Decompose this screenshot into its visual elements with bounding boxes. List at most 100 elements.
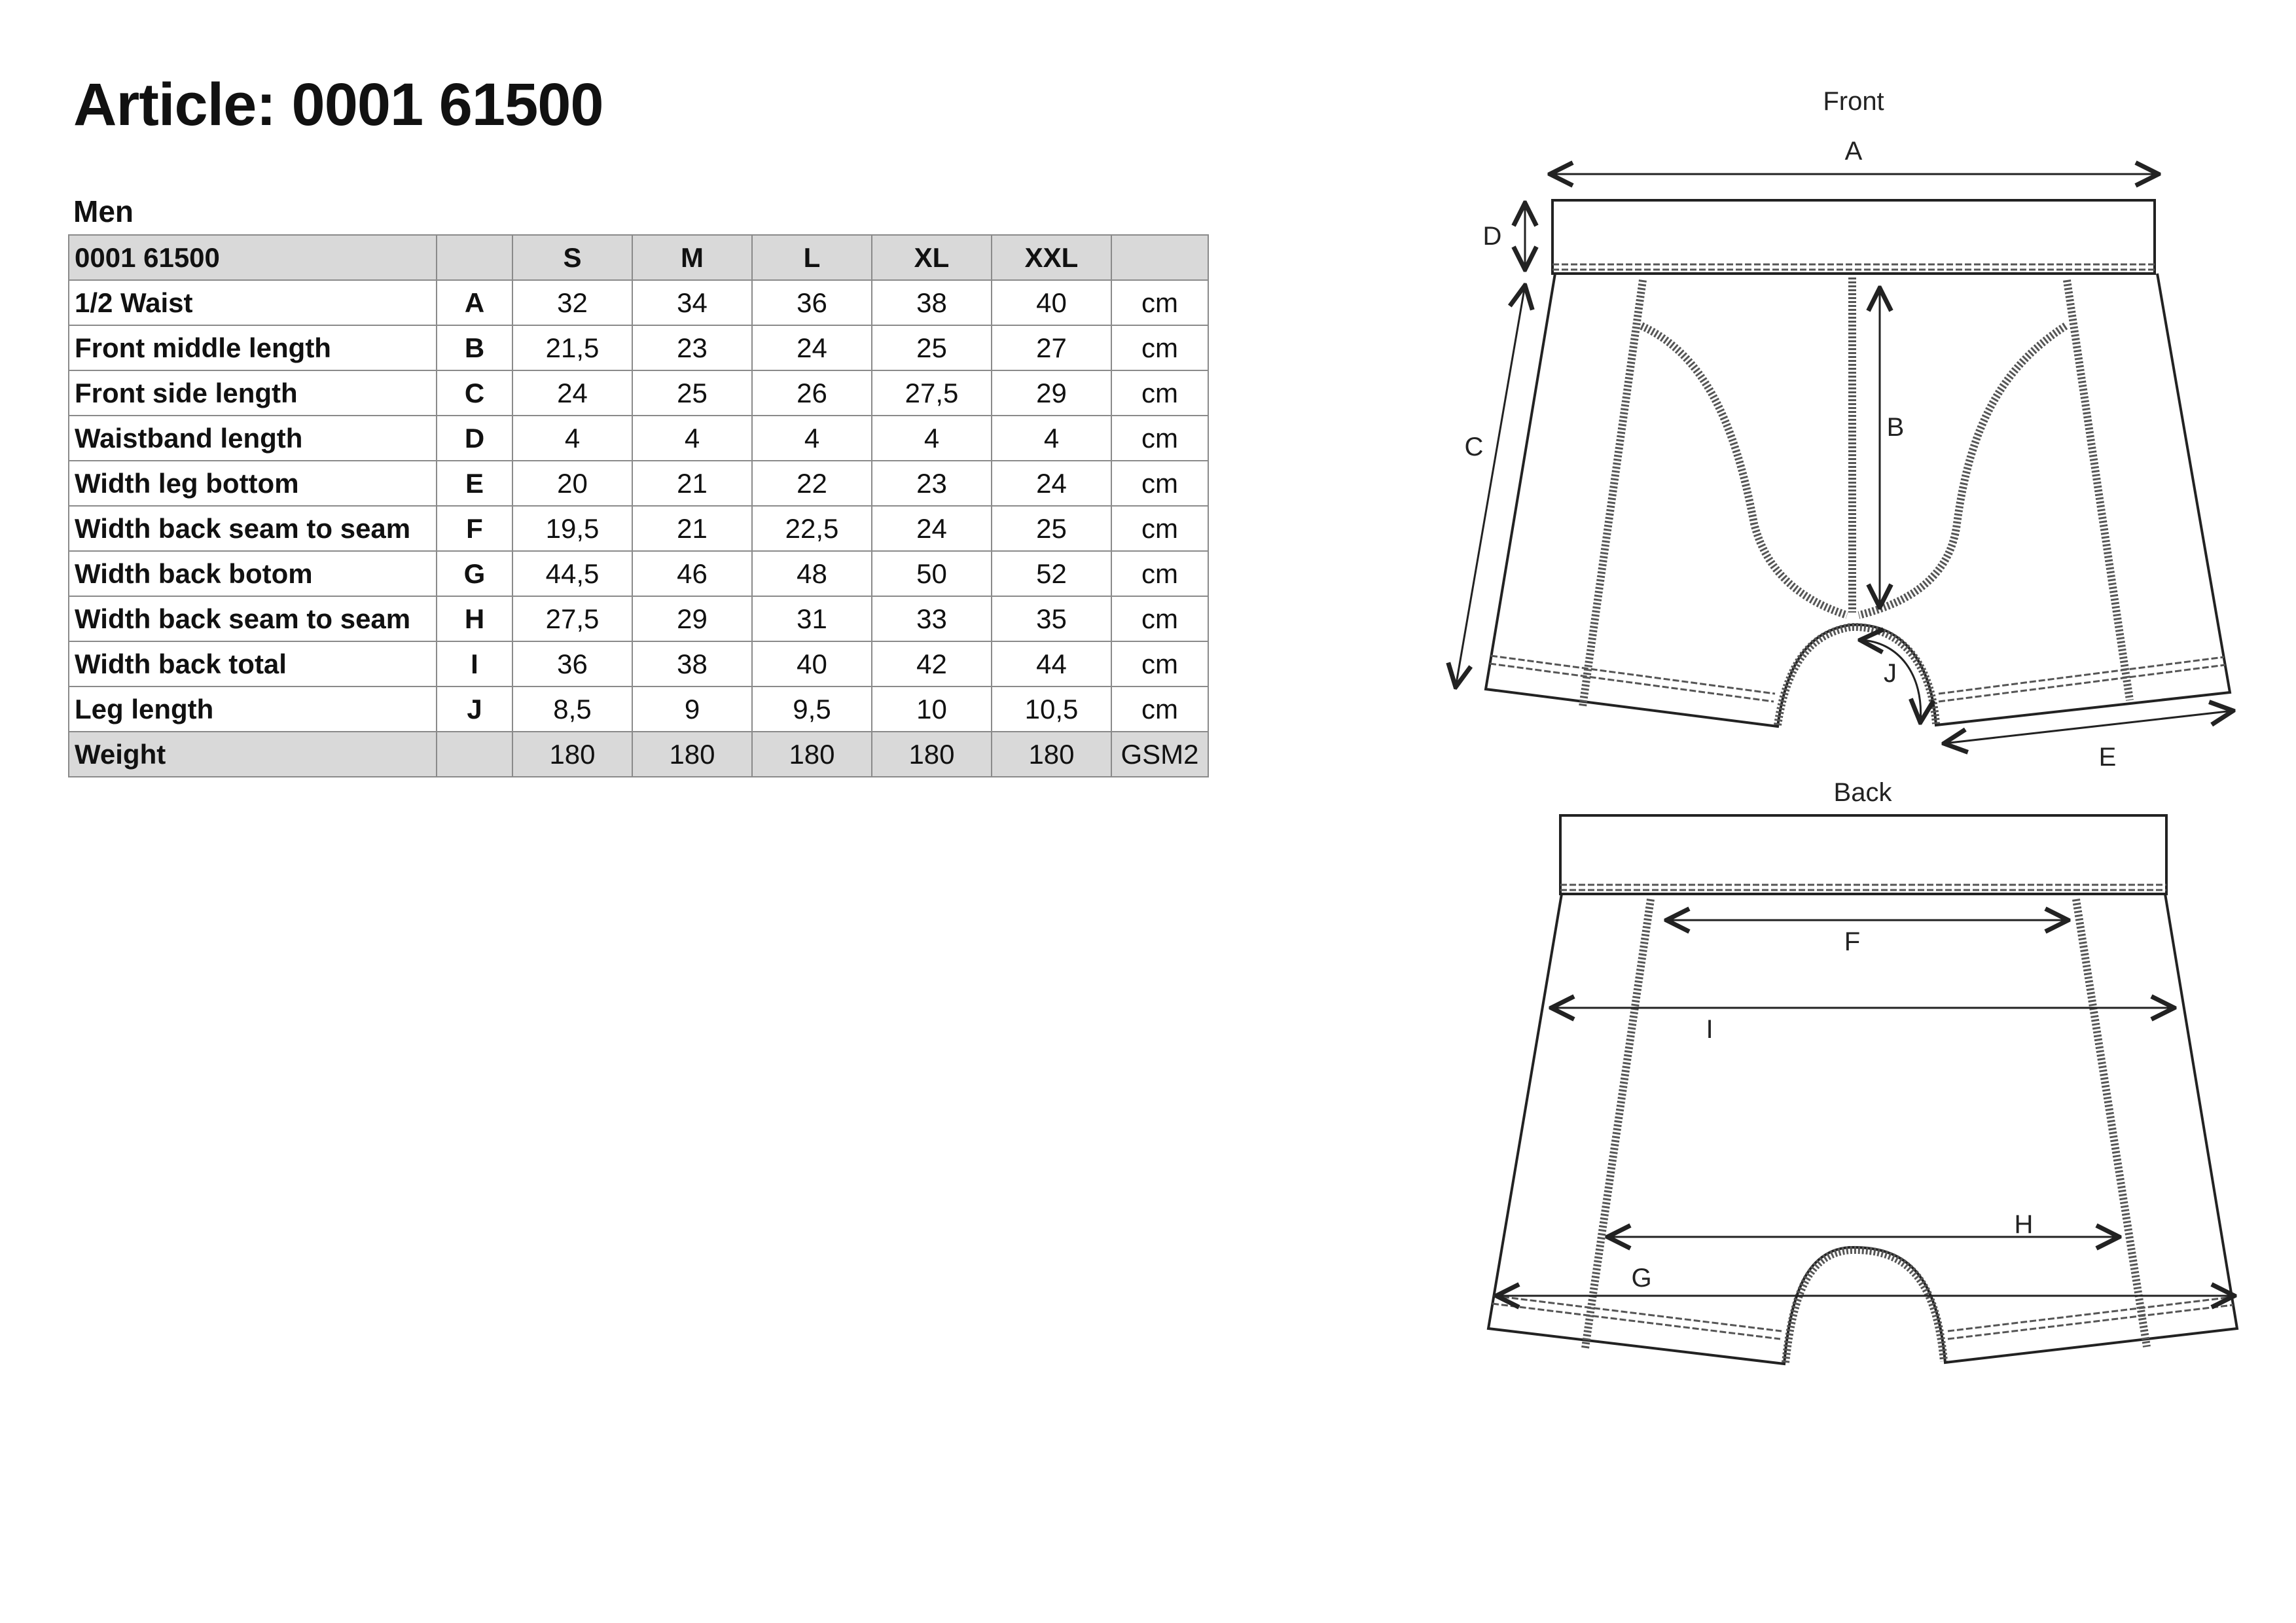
unit-cell: cm [1111,505,1209,552]
weight-name-cell: Weight [68,731,437,777]
measurement-letter-cell: I [436,641,513,687]
weight-value-cell: 180 [512,731,633,777]
header-size-cell: S [512,234,633,281]
measurement-value-cell: 29 [991,370,1112,416]
unit-cell: cm [1111,550,1209,597]
measurement-letter-cell: H [436,596,513,642]
weight-value-cell: 180 [991,731,1112,777]
unit-cell: cm [1111,279,1209,326]
measurement-value-cell: 26 [751,370,872,416]
measurement-value-cell: 50 [871,550,992,597]
header-size-cell: L [751,234,872,281]
measure-label-A: A [1845,137,1863,166]
measurement-value-cell: 29 [632,596,753,642]
back-view-label: Back [1834,778,1893,807]
measurement-value-cell: 4 [751,415,872,461]
unit-cell: cm [1111,641,1209,687]
measurement-value-cell: 23 [871,460,992,507]
measurement-value-cell: 42 [871,641,992,687]
measurement-value-cell: 32 [512,279,633,326]
measurement-value-cell: 9,5 [751,686,872,732]
weight-value-cell: 180 [871,731,992,777]
header-article-cell: 0001 61500 [68,234,437,281]
measurement-name-cell: Width back seam to seam [68,505,437,552]
measurement-letter-cell: B [436,325,513,371]
measurement-name-cell: Front middle length [68,325,437,371]
measurement-value-cell: 35 [991,596,1112,642]
measurement-value-cell: 48 [751,550,872,597]
measure-label-H: H [2015,1210,2034,1239]
measurement-name-cell: Leg length [68,686,437,732]
measure-label-C: C [1465,433,1484,461]
section-subtitle: Men [73,194,134,228]
measurement-value-cell: 24 [991,460,1112,507]
measurement-value-cell: 10 [871,686,992,732]
measurement-value-cell: 4 [991,415,1112,461]
measurement-value-cell: 25 [991,505,1112,552]
weight-value-cell: 180 [632,731,753,777]
back-stitching [1492,883,2234,1363]
measurement-value-cell: 44 [991,641,1112,687]
measure-label-F: F [1844,927,1860,956]
measurement-letter-cell: E [436,460,513,507]
front-measure-arrows [1456,174,2233,743]
measurement-letter-cell: D [436,415,513,461]
weight-value-cell: 180 [751,731,872,777]
front-stitching [1489,263,2226,726]
measurement-value-cell: 36 [512,641,633,687]
measure-label-E: E [2099,743,2117,772]
measurement-value-cell: 38 [632,641,753,687]
header-size-cell: XL [871,234,992,281]
measurement-value-cell: 20 [512,460,633,507]
measurement-name-cell: 1/2 Waist [68,279,437,326]
unit-cell: cm [1111,460,1209,507]
unit-cell: cm [1111,686,1209,732]
header-letter-cell [436,234,513,281]
unit-cell: cm [1111,325,1209,371]
unit-cell: cm [1111,370,1209,416]
measurement-value-cell: 4 [871,415,992,461]
measurement-value-cell: 24 [512,370,633,416]
measurement-value-cell: 9 [632,686,753,732]
measurement-value-cell: 34 [632,279,753,326]
measurement-value-cell: 23 [632,325,753,371]
front-view-label: Front [1823,87,1884,116]
measurement-value-cell: 38 [871,279,992,326]
back-garment-outline [1486,814,2239,1366]
measurement-value-cell: 4 [512,415,633,461]
measurement-letter-cell: A [436,279,513,326]
unit-cell: cm [1111,596,1209,642]
measurement-name-cell: Width leg bottom [68,460,437,507]
measure-label-D: D [1483,222,1502,251]
measurement-value-cell: 21 [632,505,753,552]
measurement-value-cell: 10,5 [991,686,1112,732]
header-size-cell: M [632,234,753,281]
measurement-value-cell: 46 [632,550,753,597]
back-measure-arrows [1496,920,2234,1296]
measurement-name-cell: Width back botom [68,550,437,597]
measurement-letter-cell: C [436,370,513,416]
measurement-name-cell: Width back total [68,641,437,687]
measurement-name-cell: Width back seam to seam [68,596,437,642]
article-title: Article: 0001 61500 [73,71,604,138]
measurement-value-cell: 40 [751,641,872,687]
measurement-value-cell: 4 [632,415,753,461]
weight-letter-cell [436,731,513,777]
measurement-value-cell: 24 [871,505,992,552]
measurement-value-cell: 27,5 [512,596,633,642]
header-unit-cell [1111,234,1209,281]
measurement-value-cell: 33 [871,596,992,642]
measure-label-G: G [1631,1264,1651,1293]
measurement-value-cell: 19,5 [512,505,633,552]
table-header-row: 0001 61500 S M L XL XXL [68,234,1209,281]
measurement-value-cell: 25 [632,370,753,416]
